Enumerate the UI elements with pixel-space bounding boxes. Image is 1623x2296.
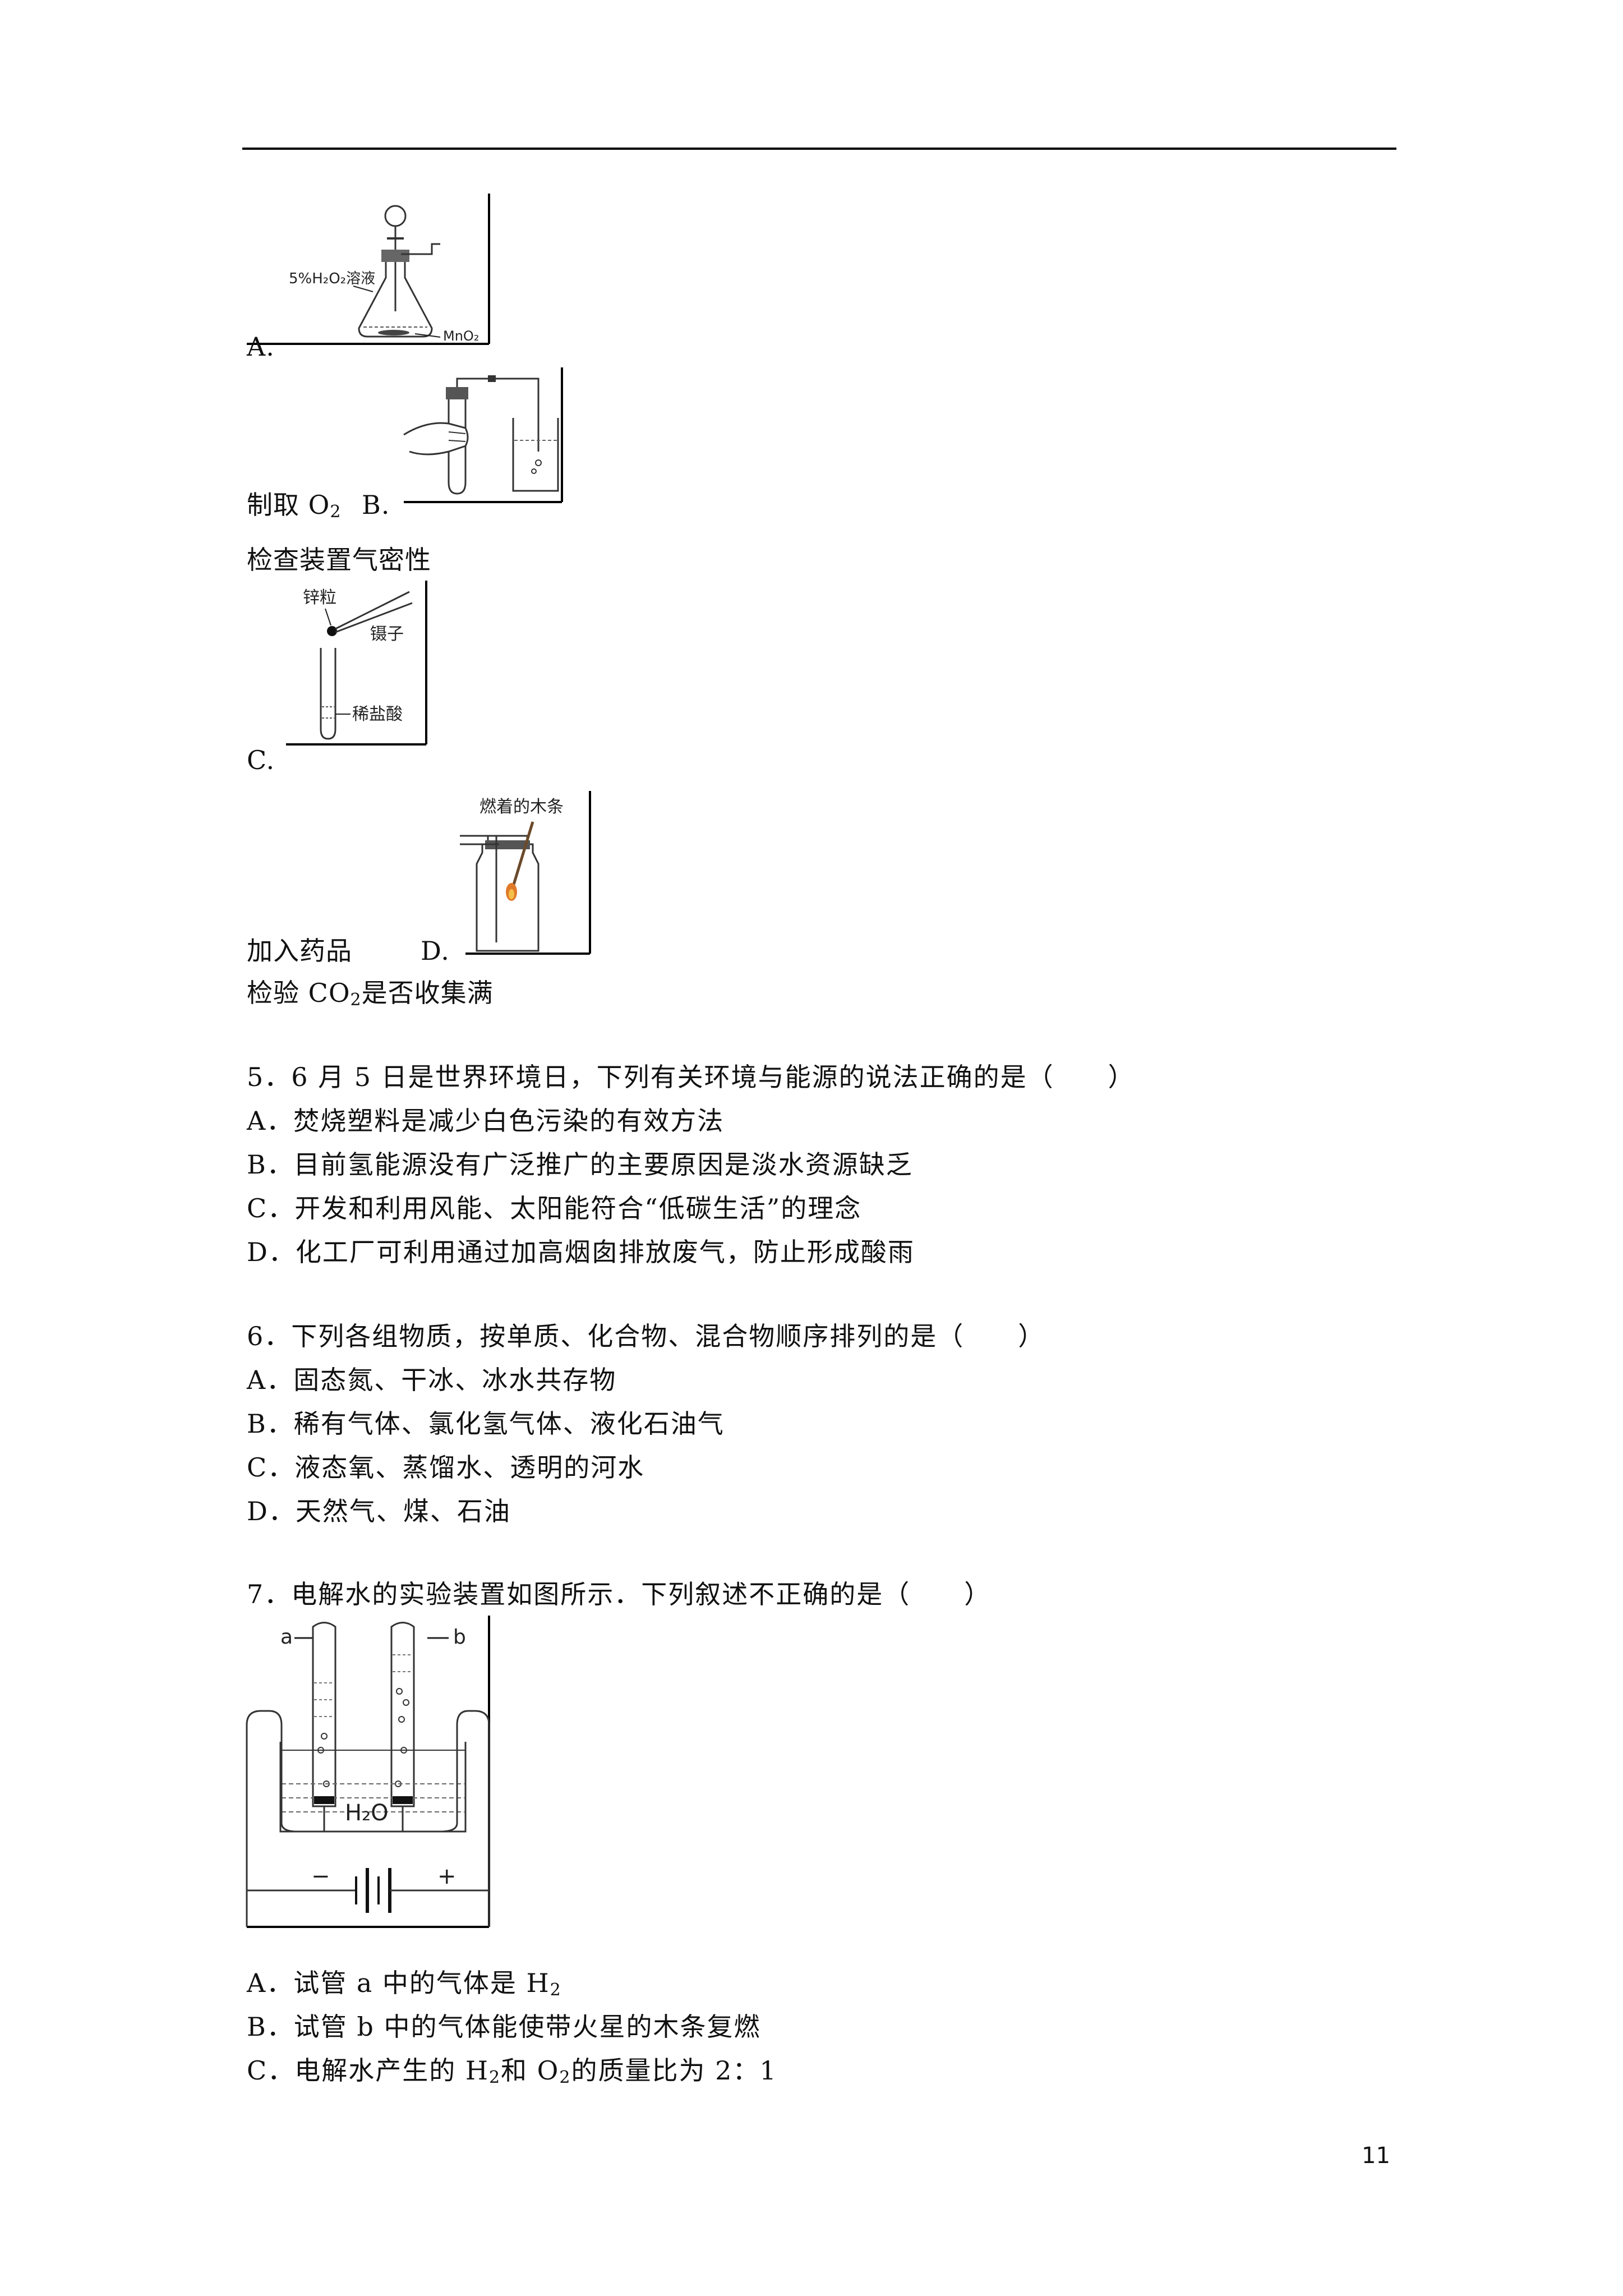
option-c-caption: 加入药品 — [247, 936, 352, 966]
q6-option-b: B．稀有气体、氯化氢气体、液化石油气 — [247, 1409, 725, 1439]
label-dilute-hcl: 稀盐酸 — [352, 705, 403, 724]
option-c-letter: C. — [247, 745, 275, 775]
q7-option-c: C．电解水产生的 H2和 O2的质量比为 2：1 — [247, 2055, 777, 2087]
label-tube-b: b — [453, 1626, 466, 1649]
label-tweezers: 镊子 — [370, 624, 404, 644]
figure-o2-generation-apparatus: 5%H₂O₂溶液 MnO₂ — [247, 194, 490, 345]
option-a-letter: A. — [247, 332, 275, 362]
label-burning-stick: 燃着的木条 — [479, 797, 564, 817]
label-zinc-granule: 锌粒 — [303, 588, 336, 608]
label-positive: + — [437, 1864, 457, 1889]
q7-option-a: A．试管 a 中的气体是 H2 — [247, 1968, 562, 2000]
figure-co2-full-test: 燃着的木条 — [460, 791, 591, 955]
q5-option-c: C．开发和利用风能、太阳能符合“低碳生活”的理念 — [247, 1193, 862, 1223]
header-rule — [242, 148, 1396, 150]
option-b-caption: 检查装置气密性 — [247, 545, 431, 575]
label-negative: − — [311, 1864, 330, 1889]
q6-option-c: C．液态氧、蒸馏水、透明的河水 — [247, 1452, 645, 1483]
label-water: H₂O — [345, 1800, 389, 1826]
q5-option-d: D．化工厂可利用通过加高烟囱排放废气，防止形成酸雨 — [247, 1237, 915, 1267]
page-number: 11 — [1362, 2143, 1390, 2169]
label-tube-a: a — [280, 1626, 293, 1649]
q5-stem: 5．6 月 5 日是世界环境日，下列有关环境与能源的说法正确的是（ ） — [247, 1062, 1135, 1092]
q7-option-b: B．试管 b 中的气体能使带火星的木条复燃 — [247, 2012, 761, 2042]
figure-airtightness-check — [403, 367, 563, 503]
q6-option-a: A．固态氮、干冰、冰水共存物 — [247, 1365, 617, 1395]
option-b-letter: B. — [362, 490, 390, 520]
option-a-caption: 制取 O2 — [247, 490, 342, 522]
q6-stem: 6．下列各组物质，按单质、化合物、混合物顺序排列的是（ ） — [247, 1321, 1045, 1351]
q5-option-a: A．焚烧塑料是减少白色污染的有效方法 — [247, 1106, 725, 1136]
option-d-letter: D. — [421, 936, 450, 966]
q5-option-b: B．目前氢能源没有广泛推广的主要原因是淡水资源缺乏 — [247, 1149, 913, 1180]
option-d-caption: 检验 CO2是否收集满 — [247, 978, 494, 1010]
q7-stem: 7．电解水的实验装置如图所示．下列叙述不正确的是（ ） — [247, 1579, 992, 1609]
label-mno2: MnO₂ — [443, 328, 479, 344]
label-h2o2-solution: 5%H₂O₂溶液 — [289, 270, 375, 287]
figure-water-electrolysis: a b H₂O − + — [246, 1616, 490, 1928]
q6-option-d: D．天然气、煤、石油 — [247, 1496, 511, 1526]
figure-add-zinc-reagent: 锌粒 镊子 稀盐酸 — [286, 581, 427, 746]
